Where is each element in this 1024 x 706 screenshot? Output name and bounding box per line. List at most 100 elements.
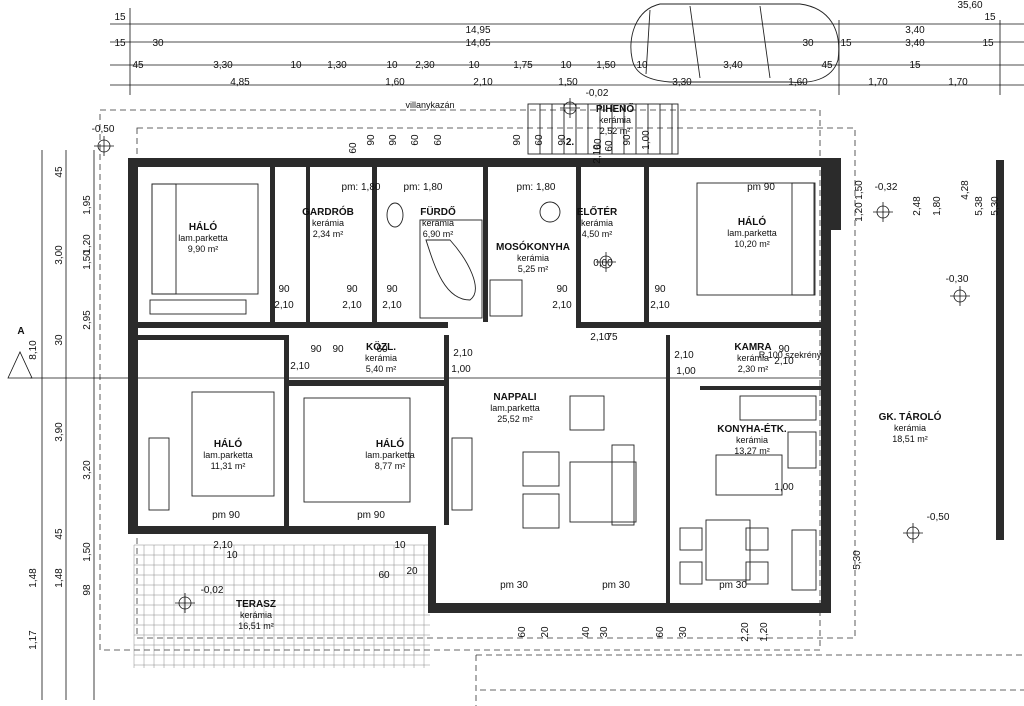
parapet-height: pm 30 bbox=[500, 580, 528, 591]
dim-top: 15 bbox=[984, 12, 996, 23]
dim-top: 1,50 bbox=[596, 60, 616, 71]
dim-top: 1,70 bbox=[948, 77, 968, 88]
room-material: kerámia bbox=[737, 353, 769, 363]
room-name: ELŐTÉR bbox=[577, 205, 618, 218]
dim-inner: 5,30 bbox=[990, 196, 1001, 216]
dim-inner: 60 bbox=[517, 626, 528, 638]
dim-left: 3,90 bbox=[54, 422, 65, 442]
room-material: lam.parketta bbox=[727, 228, 777, 238]
dim-top: 15 bbox=[114, 38, 126, 49]
dim-top: 15 bbox=[840, 38, 852, 49]
axis-markers bbox=[7, 98, 970, 613]
dim-top: 3,30 bbox=[213, 60, 233, 71]
room-material: kerámia bbox=[240, 610, 272, 620]
room-area: 18,51 m² bbox=[892, 434, 928, 444]
dim-inner: 90 bbox=[654, 284, 666, 295]
parapet-height: pm 90 bbox=[212, 510, 240, 521]
dim-inner: 1,80 bbox=[932, 196, 943, 216]
dim-left: 98 bbox=[82, 584, 93, 596]
dim-left: 3,00 bbox=[54, 245, 65, 265]
room-material: lam.parketta bbox=[178, 233, 228, 243]
dim-top: 45 bbox=[821, 60, 833, 71]
room-area: 4,50 m² bbox=[582, 229, 613, 239]
room-area: 5,25 m² bbox=[518, 264, 549, 274]
dim-inner: 5,30 bbox=[852, 550, 863, 570]
room-material: kerámia bbox=[581, 218, 613, 228]
dim-inner: 90 bbox=[278, 284, 290, 295]
level-mark: -0,50 bbox=[927, 512, 950, 523]
room-name: GARDRÓB bbox=[302, 205, 354, 218]
dim-inner: 2,10 bbox=[674, 350, 694, 361]
parapet-height: pm 90 bbox=[747, 182, 775, 193]
dim-inner: 90 bbox=[332, 344, 344, 355]
walls bbox=[128, 158, 1004, 613]
room-area: 8,77 m² bbox=[375, 461, 406, 471]
dim-inner: 2,20 bbox=[740, 622, 751, 642]
dim-left: 1,50 bbox=[82, 542, 93, 562]
dim-top: 3,40 bbox=[723, 60, 743, 71]
level-mark: 0,00 bbox=[593, 258, 613, 269]
dim-top: 30 bbox=[802, 38, 814, 49]
room-name: KÖZL. bbox=[366, 340, 396, 353]
dim-top: 10 bbox=[636, 60, 648, 71]
room-material: kerámia bbox=[894, 423, 926, 433]
dim-top: 4,85 bbox=[230, 77, 250, 88]
dim-top: 2,30 bbox=[415, 60, 435, 71]
dim-left: 2,95 bbox=[82, 310, 93, 330]
dim-left: 45 bbox=[54, 166, 65, 178]
dim-top: 30 bbox=[152, 38, 164, 49]
dim-top: 10 bbox=[560, 60, 572, 71]
dim-left: 1,48 bbox=[54, 568, 65, 588]
dim-inner: 90 bbox=[622, 134, 633, 146]
room-area: 16,51 m² bbox=[238, 621, 274, 631]
dim-inner: 2,10 bbox=[382, 300, 402, 311]
room-area: 25,52 m² bbox=[497, 414, 533, 424]
dim-inner: 30 bbox=[599, 626, 610, 638]
level-mark: -0,02 bbox=[201, 585, 224, 596]
room-name: HÁLÓ bbox=[376, 437, 405, 450]
room-area: 2,52 m² bbox=[600, 126, 631, 136]
dim-top: 1,50 bbox=[558, 77, 578, 88]
dim-inner: 60 bbox=[593, 138, 604, 150]
dim-top: 10 bbox=[468, 60, 480, 71]
dim-inner: 40 bbox=[581, 626, 592, 638]
dim-inner: 90 bbox=[366, 134, 377, 146]
dim-top: 1,60 bbox=[788, 77, 808, 88]
roof-outline bbox=[136, 127, 856, 639]
dim-inner: 2,10 bbox=[590, 332, 610, 343]
dim-inner: 2,10 bbox=[774, 356, 794, 367]
boiler-label: villanykazán bbox=[405, 100, 454, 110]
dim-left: 3,20 bbox=[82, 460, 93, 480]
dim-inner: 1,20 bbox=[759, 622, 770, 642]
room-material: lam.parketta bbox=[490, 403, 540, 413]
dim-inner: 75 bbox=[606, 332, 618, 343]
dim-inner: 1,20 bbox=[854, 202, 865, 222]
dim-inner: 60 bbox=[534, 134, 545, 146]
room-name: FÜRDŐ bbox=[420, 205, 456, 218]
room-area: 9,90 m² bbox=[188, 244, 219, 254]
dim-inner: 2,10 bbox=[592, 144, 603, 164]
room-area: 13,27 m² bbox=[734, 446, 770, 456]
dim-inner: 30 bbox=[678, 626, 689, 638]
room-name: MOSÓKONYHA bbox=[496, 240, 570, 253]
left-dimension-lines bbox=[30, 150, 830, 700]
dim-inner: 90 bbox=[388, 134, 399, 146]
dim-inner: 90 bbox=[512, 134, 523, 146]
dim-inner: 20 bbox=[406, 566, 418, 577]
parapet-height: pm 30 bbox=[719, 580, 747, 591]
level-mark: -0,50 bbox=[92, 124, 115, 135]
dim-left: 1,50 bbox=[82, 250, 93, 270]
furniture bbox=[148, 182, 817, 591]
dim-inner: 2,10 bbox=[453, 348, 473, 359]
dim-top: 10 bbox=[290, 60, 302, 71]
dim-inner: 2,10 bbox=[342, 300, 362, 311]
dim-left: 30 bbox=[54, 334, 65, 346]
dim-inner: 2,10 bbox=[650, 300, 670, 311]
room-name: HÁLÓ bbox=[214, 437, 243, 450]
dim-top: 15 bbox=[114, 12, 126, 23]
dim-left: 1,95 bbox=[82, 195, 93, 215]
room-name: HÁLÓ bbox=[738, 215, 767, 228]
room-area: 11,31 m² bbox=[211, 461, 246, 471]
room-name: TERASZ bbox=[236, 599, 276, 610]
